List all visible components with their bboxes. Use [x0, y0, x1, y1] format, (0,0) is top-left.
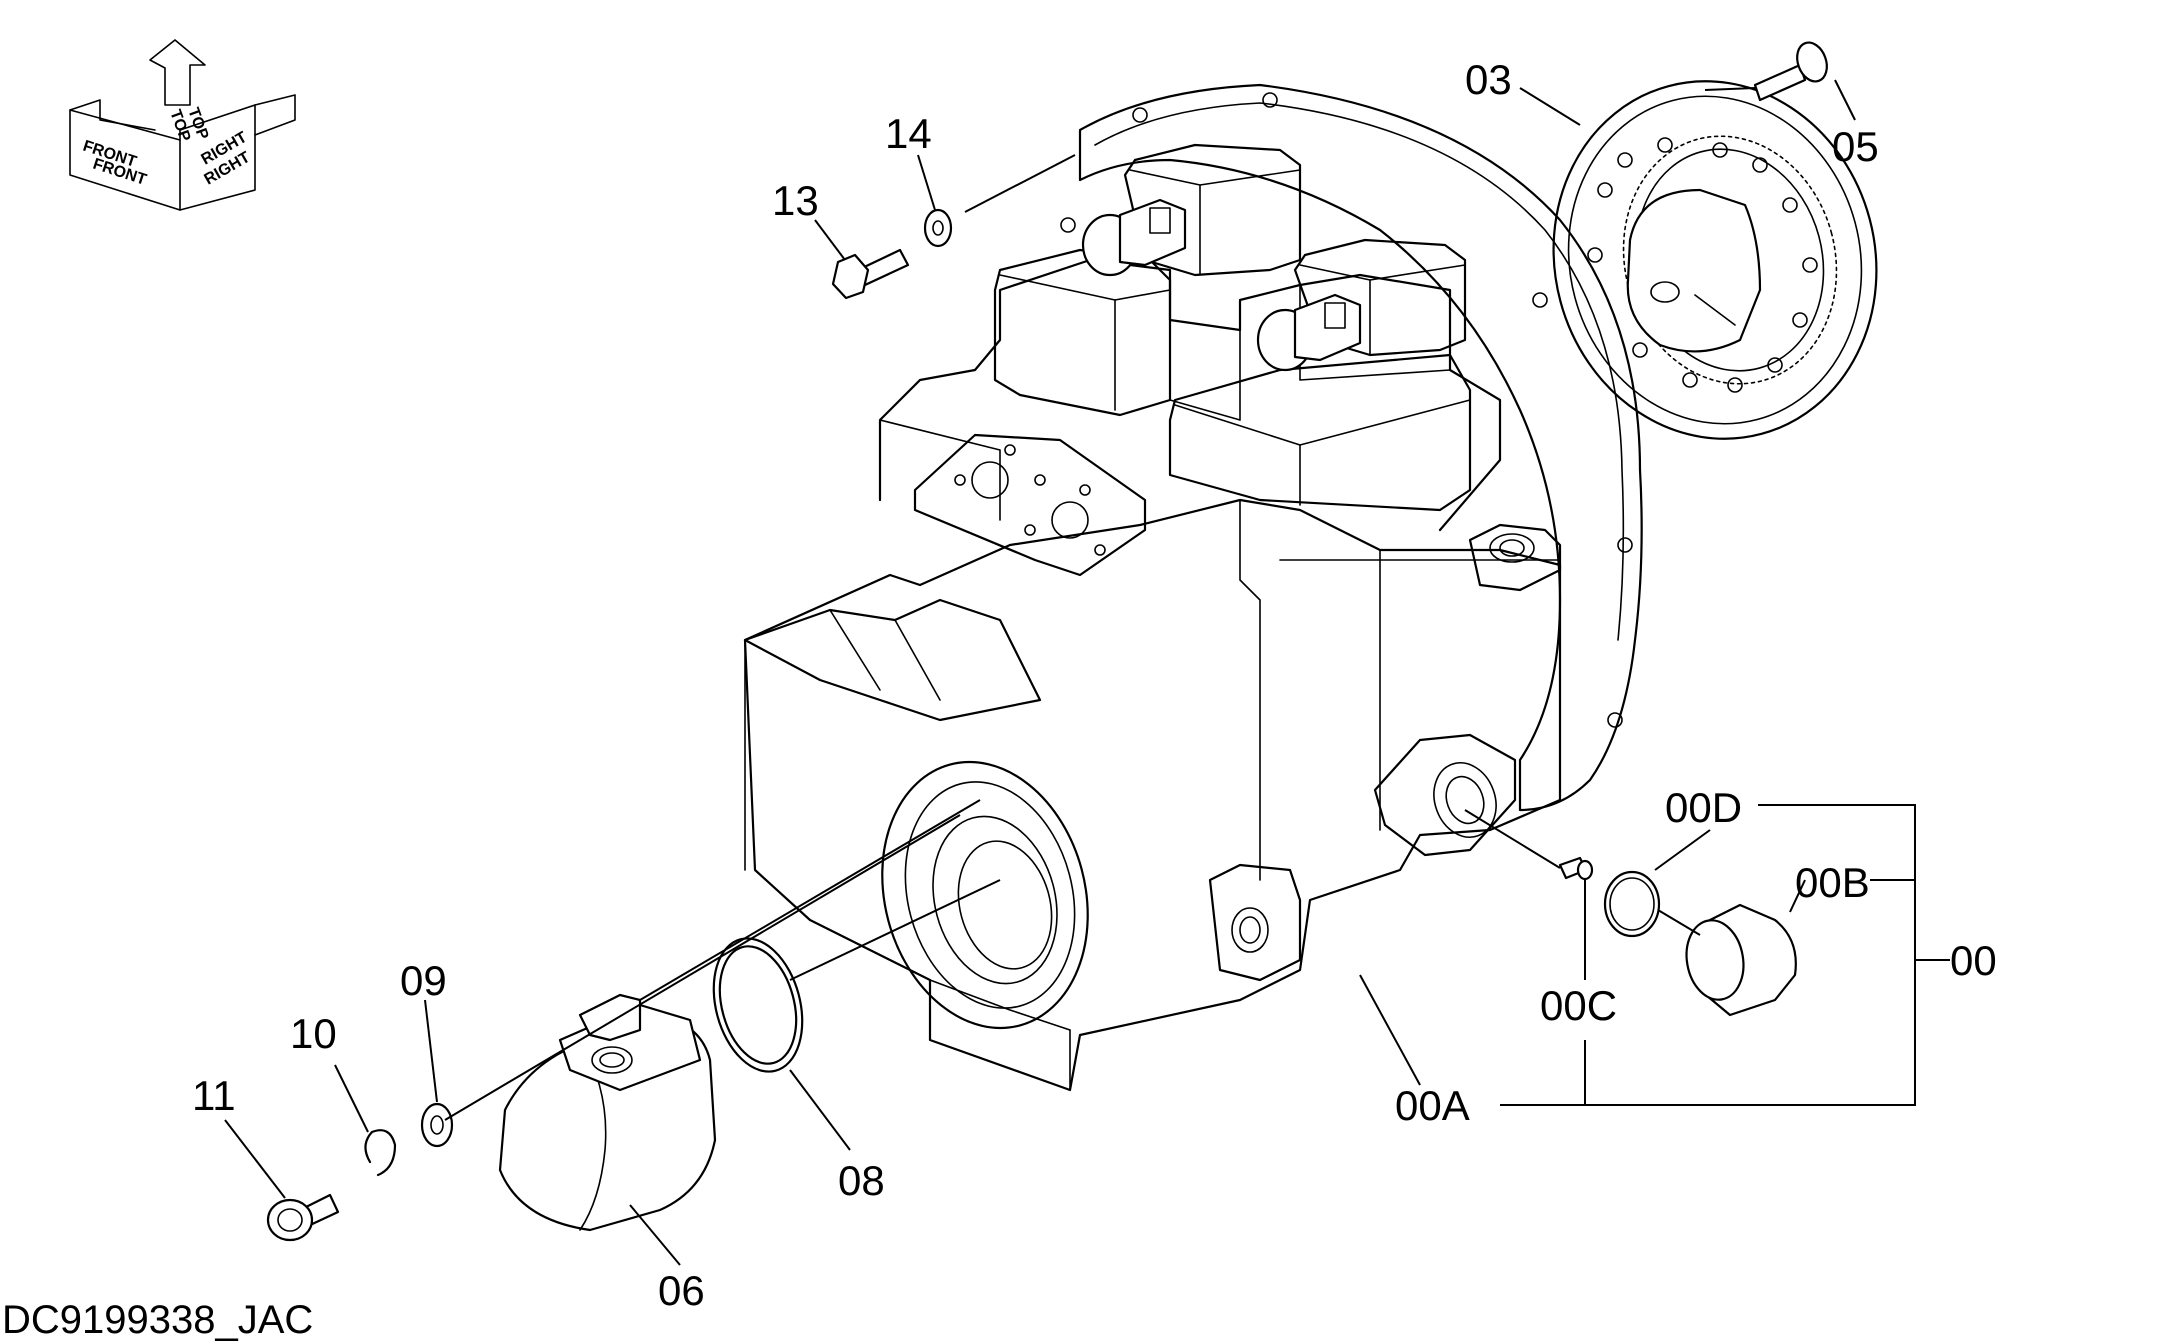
callout-00C: 00C: [1540, 982, 1617, 1029]
regulator-06: [498, 993, 717, 1232]
orientation-cube: FRONT FRONT TOP TOP RIGHT RIGHT: [69, 39, 296, 211]
leader-lines: [224, 79, 1950, 1266]
callout-10: 10: [290, 1010, 337, 1057]
screw-05: [1753, 41, 1828, 102]
callout-00D: 00D: [1665, 784, 1742, 831]
callout-06: 06: [658, 1267, 705, 1314]
callout-00A: 00A: [1395, 1082, 1470, 1129]
callout-11: 11: [192, 1072, 236, 1119]
screw-11: [266, 1193, 340, 1242]
o-ring-00D: [1603, 870, 1661, 938]
drawing-id: DC9199338_JAC: [2, 1298, 313, 1342]
callout-labels: 03 05 13 14 00D 00B 00 00C 00A 09 10 11 …: [192, 56, 1997, 1314]
callout-03: 03: [1465, 56, 1512, 103]
callout-08: 08: [838, 1157, 885, 1204]
callout-00: 00: [1950, 937, 1997, 984]
orifice-00C: [1558, 856, 1594, 881]
callout-09: 09: [400, 957, 447, 1004]
plug-00B: [1685, 903, 1797, 1017]
callout-05: 05: [1832, 123, 1879, 170]
o-ring-08: [712, 937, 804, 1073]
pump-housing-00A: [743, 83, 1643, 1092]
callout-00B: 00B: [1795, 859, 1870, 906]
cover-plate-03: [1552, 80, 1878, 440]
callout-13: 13: [772, 177, 819, 224]
snap-ring-10: [364, 1129, 397, 1177]
washer-14: [923, 208, 953, 248]
callout-14: 14: [885, 110, 932, 157]
bolt-13: [831, 248, 910, 300]
washer-09: [420, 1102, 454, 1148]
